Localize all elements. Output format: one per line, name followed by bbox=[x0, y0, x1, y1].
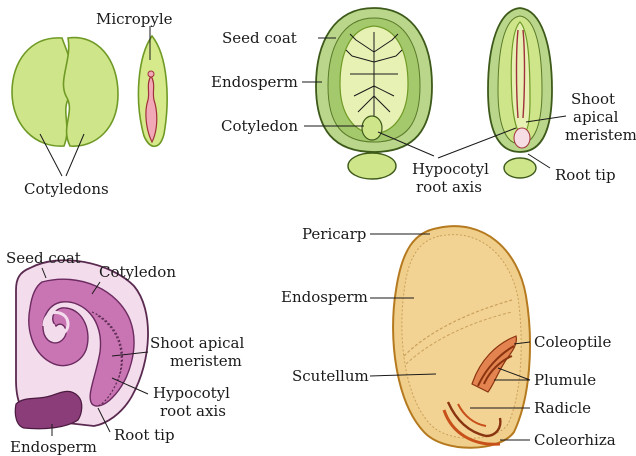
label-maize-radicle: Radicle bbox=[534, 399, 591, 417]
label-castor-cotyledon: Cotyledon bbox=[221, 117, 298, 135]
label-micropyle: Micropyle bbox=[96, 10, 173, 28]
label-bean-shoot-apical: Shoot apical bbox=[150, 334, 244, 352]
label-cotyledons: Cotyledons bbox=[24, 180, 109, 198]
label-maize-endosperm: Endosperm bbox=[281, 288, 368, 306]
label-maize-coleorhiza: Coleorhiza bbox=[534, 431, 616, 449]
castor-caruncle bbox=[348, 153, 396, 179]
label-bean-meristem: meristem bbox=[170, 352, 242, 370]
label-bean-root-tip: Root tip bbox=[114, 426, 175, 444]
bean-cotyledons-figure: Micropyle Cotyledons bbox=[12, 10, 173, 198]
maize-grain-figure: Pericarp Endosperm Scutellum Coleoptile … bbox=[281, 225, 616, 449]
label-maize-coleoptile: Coleoptile bbox=[534, 333, 611, 351]
castor-seed-figure: Seed coat Endosperm Cotyledon Hypocotyl … bbox=[211, 8, 636, 196]
label-castor-meristem: meristem bbox=[565, 126, 636, 144]
label-castor-hypocotyl: Hypocotyl bbox=[412, 160, 489, 178]
label-castor-shoot: Shoot bbox=[571, 90, 615, 108]
right-cotyledon bbox=[63, 38, 118, 147]
label-maize-scutellum: Scutellum bbox=[292, 367, 369, 385]
label-bean-cotyledon: Cotyledon bbox=[99, 263, 176, 281]
label-castor-root-axis: root axis bbox=[416, 178, 482, 196]
label-bean-root-axis: root axis bbox=[160, 402, 226, 420]
label-bean-hypocotyl: Hypocotyl bbox=[153, 384, 230, 402]
label-castor-root-tip: Root tip bbox=[555, 166, 616, 184]
label-castor-endosperm: Endosperm bbox=[211, 73, 298, 91]
label-castor-seed-coat: Seed coat bbox=[222, 29, 297, 47]
label-bean-endosperm: Endosperm bbox=[10, 438, 97, 456]
label-maize-pericarp: Pericarp bbox=[302, 225, 366, 243]
label-castor-apical: apical bbox=[573, 108, 619, 126]
label-maize-plumule: Plumule bbox=[534, 371, 596, 389]
label-bean-seed-coat: Seed coat bbox=[6, 249, 81, 267]
bean-embryo-figure: Seed coat Cotyledon Shoot apical meriste… bbox=[6, 249, 244, 456]
